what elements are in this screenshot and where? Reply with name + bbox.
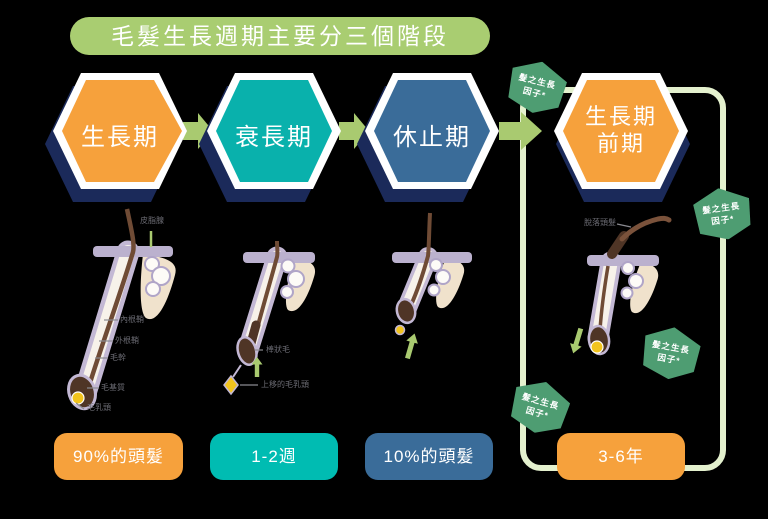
arrow-telogen-to-early-anagen-icon bbox=[499, 112, 542, 150]
detached-papilla bbox=[223, 374, 239, 396]
dermal-papilla-dot bbox=[71, 391, 85, 405]
label-shedding-hair: 脫落頭髮 bbox=[584, 218, 616, 227]
hair-strand bbox=[86, 208, 136, 387]
sebaceous-gland bbox=[427, 258, 451, 297]
up-arrow-icon bbox=[251, 357, 263, 377]
label-sebaceous-gland: 皮脂腺 bbox=[140, 216, 164, 225]
follicle-catagen-illustration bbox=[223, 240, 316, 396]
hair-strand bbox=[252, 240, 280, 342]
diagram-title: 毛髮生長週期主要分三個階段 bbox=[70, 17, 490, 55]
label-hair-matrix: 毛基質 bbox=[101, 383, 125, 392]
resting-papilla-dot bbox=[394, 324, 406, 336]
shedding-hair-strand bbox=[619, 215, 672, 242]
hexagon-telogen bbox=[357, 73, 499, 202]
sebaceous-gland bbox=[280, 258, 305, 299]
sebaceous-gland bbox=[144, 256, 171, 297]
hexagon-catagen bbox=[199, 73, 341, 202]
hair-bulb bbox=[395, 297, 417, 325]
stage-label-early-anagen: 生長期 前期 bbox=[554, 103, 688, 157]
label-dermal-papilla: 毛乳頭 bbox=[87, 403, 111, 412]
skin-surface bbox=[243, 252, 315, 263]
dermal-papilla-dot bbox=[590, 340, 604, 354]
growth-factor-line2: 因子* bbox=[710, 213, 736, 227]
hexagon-anagen bbox=[45, 73, 187, 202]
stage-label-anagen: 生長期 bbox=[81, 124, 159, 151]
sebaceous-gland bbox=[620, 261, 644, 300]
hexagon-fill bbox=[374, 80, 490, 182]
follicle-early-anagen-illustration bbox=[570, 215, 672, 356]
skin-surface bbox=[392, 252, 472, 263]
down-arrow-icon bbox=[570, 327, 584, 354]
badge-catagen-duration: 1-2週 bbox=[210, 433, 338, 480]
hair-strand bbox=[409, 212, 432, 306]
follicle-telogen-illustration bbox=[392, 212, 472, 360]
badge-early-anagen-duration: 3-6年 bbox=[557, 433, 685, 480]
label-hair-shaft: 毛幹 bbox=[110, 353, 126, 362]
hair-bulb bbox=[236, 336, 258, 366]
hexagon-fill bbox=[62, 80, 182, 182]
label-leader-lines bbox=[75, 319, 118, 410]
label-inner-root-sheath: 內根鞘 bbox=[120, 315, 144, 324]
up-arrow-icon bbox=[405, 333, 418, 360]
follicle-anagen-illustration bbox=[67, 208, 176, 411]
label-rising-papilla: 上移的毛乳頭 bbox=[261, 380, 309, 389]
papilla-thread bbox=[232, 364, 242, 378]
badge-anagen-share: 90%的頭髮 bbox=[54, 433, 183, 480]
label-leader-lines bbox=[240, 349, 263, 386]
label-leader-line bbox=[616, 223, 632, 228]
badge-telogen-share: 10%的頭髮 bbox=[365, 433, 493, 480]
hexagon-fill bbox=[216, 80, 332, 182]
hexagon-early-anagen bbox=[554, 73, 690, 202]
label-outer-root-sheath: 外根鞘 bbox=[115, 336, 139, 345]
stage-label-line1: 生長期 bbox=[584, 104, 657, 129]
stage-label-telogen: 休止期 bbox=[393, 124, 471, 151]
stage-label-catagen: 衰長期 bbox=[235, 124, 313, 151]
skin-surface bbox=[587, 255, 659, 266]
stage-label-line2: 前期 bbox=[596, 131, 645, 156]
label-club-hair: 棒狀毛 bbox=[266, 345, 290, 354]
hexagon-fill bbox=[563, 80, 679, 182]
